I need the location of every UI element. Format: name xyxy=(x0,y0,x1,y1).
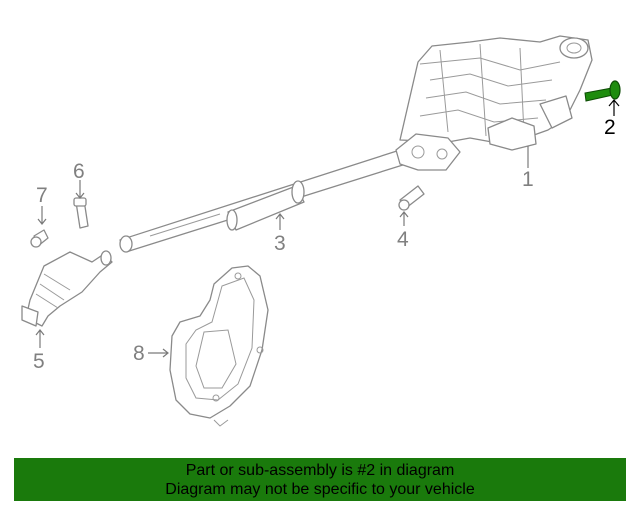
lower-shaft-joint[interactable] xyxy=(21,250,113,327)
callout-4: 4 xyxy=(397,228,409,251)
callout-5: 5 xyxy=(33,350,45,373)
leader-7 xyxy=(37,206,47,225)
leader-5 xyxy=(35,329,45,348)
leader-8 xyxy=(148,348,169,358)
leader-2 xyxy=(608,99,620,116)
leader-4 xyxy=(399,211,409,226)
bolt-part-7[interactable] xyxy=(30,229,49,248)
bolt-part-4[interactable] xyxy=(398,185,425,211)
callout-7: 7 xyxy=(36,184,48,207)
bolt-part-2[interactable] xyxy=(584,80,621,102)
leader-6 xyxy=(75,180,85,199)
leader-3 xyxy=(275,213,285,230)
callout-8: 8 xyxy=(133,342,145,365)
upper-universal-joint[interactable] xyxy=(395,133,461,171)
callout-2: 2 xyxy=(604,116,616,139)
intermediate-shaft[interactable] xyxy=(119,149,407,253)
callout-6: 6 xyxy=(73,160,85,183)
banner-line-1: Part or sub-assembly is #2 in diagram xyxy=(185,462,455,479)
parts-diagram: 1 2 3 4 5 6 7 8 xyxy=(21,35,621,427)
steering-column-assembly[interactable] xyxy=(399,35,593,151)
callout-1: 1 xyxy=(522,168,534,191)
callout-3: 3 xyxy=(274,232,286,255)
info-banner: Part or sub-assembly is #2 in diagram Di… xyxy=(14,458,626,501)
bolt-part-6[interactable] xyxy=(73,197,89,229)
steering-boot-seal[interactable] xyxy=(169,265,269,427)
banner-line-2: Diagram may not be specific to your vehi… xyxy=(165,481,475,498)
